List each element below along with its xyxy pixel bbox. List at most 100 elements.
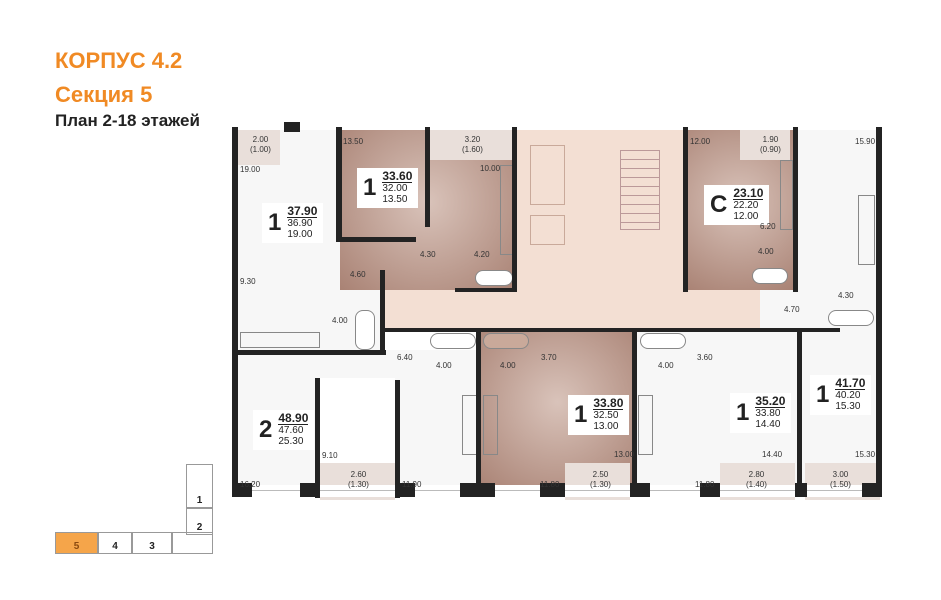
balcony-area: 1.90 [762, 135, 779, 144]
room-area: 15.30 [835, 401, 861, 412]
room-area-label: 13.00 [614, 450, 635, 459]
elevator [530, 145, 565, 205]
balcony-reduced-area: (1.30) [590, 480, 611, 489]
wall [795, 483, 807, 497]
section-title: Секция 5 [55, 82, 153, 107]
room-area-label: 15.30 [855, 450, 876, 459]
room-area-label: 4.00 [332, 316, 348, 325]
wall [700, 483, 720, 497]
balcony-label: 2.80(1.40) [746, 470, 767, 490]
total-area: 23.10 [733, 186, 764, 200]
wall [300, 483, 320, 497]
wall [630, 483, 650, 497]
wall [793, 127, 798, 292]
room-area-label: 11.80 [540, 480, 560, 489]
room-area-label: 4.70 [784, 305, 800, 314]
plan-subtitle: План 2-18 этажей [55, 111, 200, 130]
wall [476, 330, 481, 490]
kitchen-counter [240, 332, 320, 348]
room-area-label: 15.90 [855, 137, 876, 146]
section-number: 3 [149, 541, 155, 552]
section-1[interactable]: 1 [186, 464, 213, 508]
wall [797, 330, 802, 495]
room-area-label: 3.70 [541, 353, 557, 362]
total-area: 41.70 [835, 376, 866, 390]
room-area-label: 9.30 [240, 277, 256, 286]
section-corner [172, 532, 213, 554]
total-area: 33.80 [593, 396, 624, 410]
total-area: 37.90 [287, 204, 318, 218]
room-area: 13.50 [382, 194, 408, 205]
balcony-area: 2.00 [252, 135, 269, 144]
room-area-label: 12.00 [690, 137, 711, 146]
room-count: 2 [259, 416, 273, 443]
staircase [620, 150, 660, 230]
room-count: 1 [736, 399, 750, 426]
section-2[interactable]: 2 [186, 508, 213, 535]
room-area-label: 4.00 [658, 361, 674, 370]
balcony-reduced-area: (1.30) [348, 480, 369, 489]
bathtub-icon [475, 270, 513, 286]
room-count: C [710, 191, 728, 218]
section-4[interactable]: 4 [98, 532, 132, 554]
bathtub-icon [430, 333, 476, 349]
balcony-label: 2.60(1.30) [348, 470, 369, 490]
total-area: 33.60 [382, 169, 413, 183]
living-area: 47.60 [278, 425, 304, 436]
room-area-label: 4.00 [436, 361, 452, 370]
section-number: 4 [112, 541, 118, 552]
wall [236, 350, 386, 355]
room-area-label: 4.20 [474, 250, 490, 259]
room-area: 14.40 [755, 419, 781, 430]
wall [540, 483, 565, 497]
building-title: КОРПУС 4.2 [55, 48, 183, 73]
balcony-area: 3.20 [464, 135, 481, 144]
balcony [430, 130, 512, 160]
balcony-label: 1.90(0.90) [760, 135, 781, 155]
room-area-label: 19.00 [240, 165, 261, 174]
balcony-area: 2.60 [350, 470, 367, 479]
living-area: 36.90 [287, 218, 313, 229]
wall [425, 127, 430, 227]
balcony [236, 130, 280, 165]
kitchen-counter [483, 395, 498, 455]
wall [460, 483, 495, 497]
room-area-label: 11.90 [402, 480, 422, 489]
room-area-label: 4.30 [420, 250, 436, 259]
balcony-label: 2.50(1.30) [590, 470, 611, 490]
section-3[interactable]: 3 [132, 532, 172, 554]
room-area-label: 11.80 [695, 480, 715, 489]
balcony-reduced-area: (1.60) [462, 145, 483, 154]
corridor [380, 290, 760, 330]
total-area: 35.20 [755, 394, 786, 408]
room-area-label: 4.60 [350, 270, 366, 279]
section-number: 5 [73, 541, 80, 552]
room-area-label: 6.40 [397, 353, 413, 362]
balcony-label: 3.00(1.50) [830, 470, 851, 490]
wall [284, 122, 300, 132]
wall [683, 127, 688, 292]
section-5-selected[interactable]: 5 [55, 532, 98, 554]
kitchen-counter [638, 395, 653, 455]
living-area: 32.50 [593, 410, 619, 421]
wall [315, 378, 320, 498]
kitchen-counter [858, 195, 875, 265]
balcony-reduced-area: (1.00) [250, 145, 271, 154]
elevator [530, 215, 565, 245]
room-area-label: 9.10 [322, 451, 338, 460]
section-number: 2 [196, 522, 203, 533]
wall [336, 127, 342, 239]
bathtub-icon [752, 268, 788, 284]
balcony-area: 2.50 [592, 470, 609, 479]
room-count: 1 [268, 209, 282, 236]
room-area-label: 13.50 [343, 137, 364, 146]
wall [862, 483, 882, 497]
room-area-label: 3.60 [697, 353, 713, 362]
